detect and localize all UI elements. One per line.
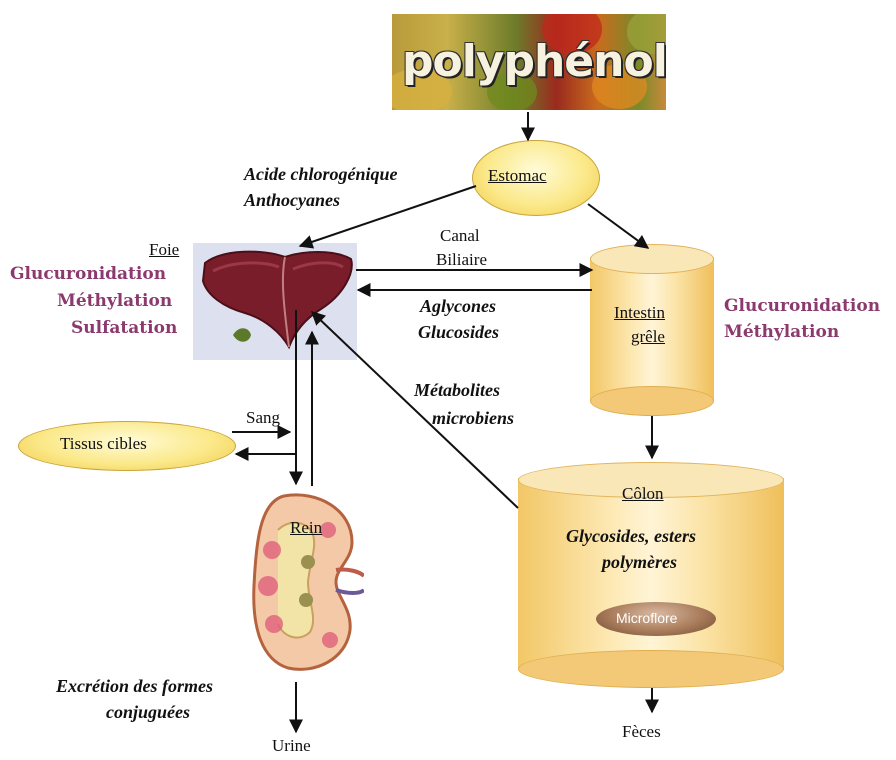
microflore-label: Microflore xyxy=(616,610,677,626)
tissus-cibles-label: Tissus cibles xyxy=(60,434,147,454)
metabolites-label-line1: Métabolites xyxy=(414,380,500,401)
sang-label: Sang xyxy=(246,408,280,428)
colon-node xyxy=(518,478,784,668)
urine-label: Urine xyxy=(272,736,311,756)
canal-label-line2: Biliaire xyxy=(436,250,487,270)
aglycones-label-line1: Aglycones xyxy=(420,296,496,317)
foie-label: Foie xyxy=(149,240,179,260)
intestin-process-1: Glucuronidation xyxy=(724,296,880,316)
colon-content-line2: polymères xyxy=(602,552,677,573)
canal-label-line1: Canal xyxy=(440,226,480,246)
acide-label-line2: Anthocyanes xyxy=(244,190,340,211)
rein-label: Rein xyxy=(290,518,322,538)
excretion-label-line1: Excrétion des formes xyxy=(56,676,213,697)
banner-title: polyphénols xyxy=(402,36,666,87)
colon-label: Côlon xyxy=(622,484,664,504)
intestin-grele-top-cap xyxy=(590,244,714,274)
aglycones-label-line2: Glucosides xyxy=(418,322,499,343)
intestin-grele-bottom-cap xyxy=(590,386,714,416)
excretion-label-line2: conjuguées xyxy=(106,702,190,723)
intestin-process-2: Méthylation xyxy=(724,322,839,342)
feces-label: Fèces xyxy=(622,722,661,742)
colon-content-line1: Glycosides, esters xyxy=(566,526,696,547)
metabolites-label-line2: microbiens xyxy=(432,408,514,429)
liver-icon xyxy=(193,243,357,360)
colon-bottom-cap xyxy=(518,650,784,688)
polyphenols-banner: polyphénols xyxy=(392,14,666,110)
estomac-label: Estomac xyxy=(488,166,547,186)
foie-process-3: Sulfatation xyxy=(71,318,177,338)
acide-label-line1: Acide chlorogénique xyxy=(244,164,398,185)
intestin-label-line1: Intestin xyxy=(614,303,665,323)
intestin-label-line2: grêle xyxy=(631,327,665,347)
foie-process-2: Méthylation xyxy=(57,291,172,311)
arrow-estomac-to-intestin xyxy=(588,204,648,248)
foie-process-1: Glucuronidation xyxy=(10,264,166,284)
